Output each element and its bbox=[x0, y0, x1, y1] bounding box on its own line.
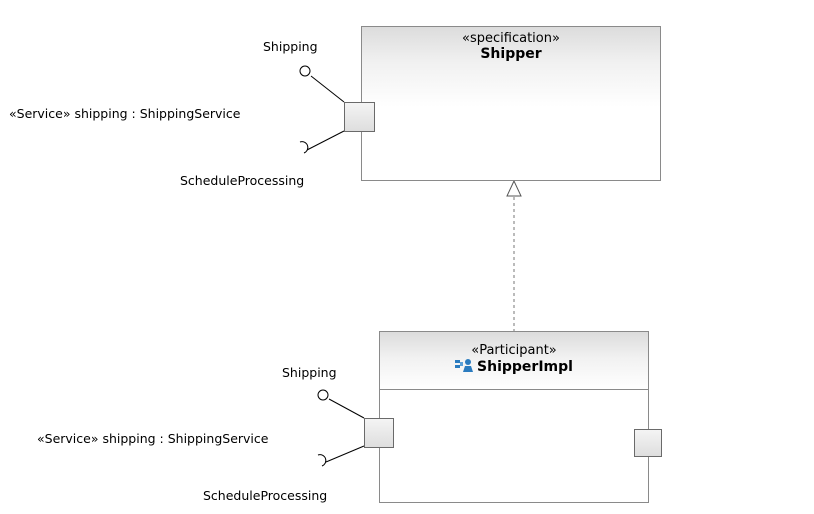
shipper-class[interactable]: «specification» Shipper bbox=[361, 26, 661, 181]
shipper-header: «specification» Shipper bbox=[362, 27, 660, 107]
shipper-impl-header: «Participant» ShipperImpl bbox=[380, 332, 648, 390]
shipper-impl-right-port[interactable] bbox=[634, 429, 662, 457]
shipper-impl-required-interface-label: ScheduleProcessing bbox=[203, 488, 328, 503]
participant-icon bbox=[455, 359, 474, 372]
shipper-provided-lollipop bbox=[299, 65, 311, 77]
shipper-impl-class[interactable]: «Participant» ShipperImpl bbox=[379, 331, 649, 503]
shipper-impl-port-label: «Service» shipping : ShippingService bbox=[37, 431, 269, 446]
impl-required-socket bbox=[317, 454, 327, 467]
impl-provided-connector bbox=[328, 398, 365, 419]
shipper-impl-provided-interface-label: Shipping bbox=[282, 365, 337, 380]
shipper-name: Shipper bbox=[480, 46, 542, 62]
realization-arrowhead bbox=[506, 179, 522, 197]
impl-provided-lollipop bbox=[317, 389, 329, 401]
shipper-required-connector bbox=[306, 130, 345, 151]
shipper-required-socket bbox=[299, 141, 309, 154]
shipper-provided-connector bbox=[310, 75, 345, 103]
shipper-impl-title: ShipperImpl bbox=[380, 358, 648, 376]
shipper-service-port[interactable] bbox=[344, 102, 375, 132]
shipper-impl-stereotype: «Participant» bbox=[471, 343, 557, 358]
shipper-impl-service-port[interactable] bbox=[364, 418, 394, 448]
impl-required-connector bbox=[325, 445, 365, 463]
shipper-provided-interface-label: Shipping bbox=[263, 39, 318, 54]
shipper-required-interface-label: ScheduleProcessing bbox=[180, 173, 305, 188]
shipper-port-label: «Service» shipping : ShippingService bbox=[9, 106, 241, 121]
shipper-stereotype: «specification» bbox=[462, 31, 560, 46]
shipper-impl-name: ShipperImpl bbox=[477, 359, 573, 375]
